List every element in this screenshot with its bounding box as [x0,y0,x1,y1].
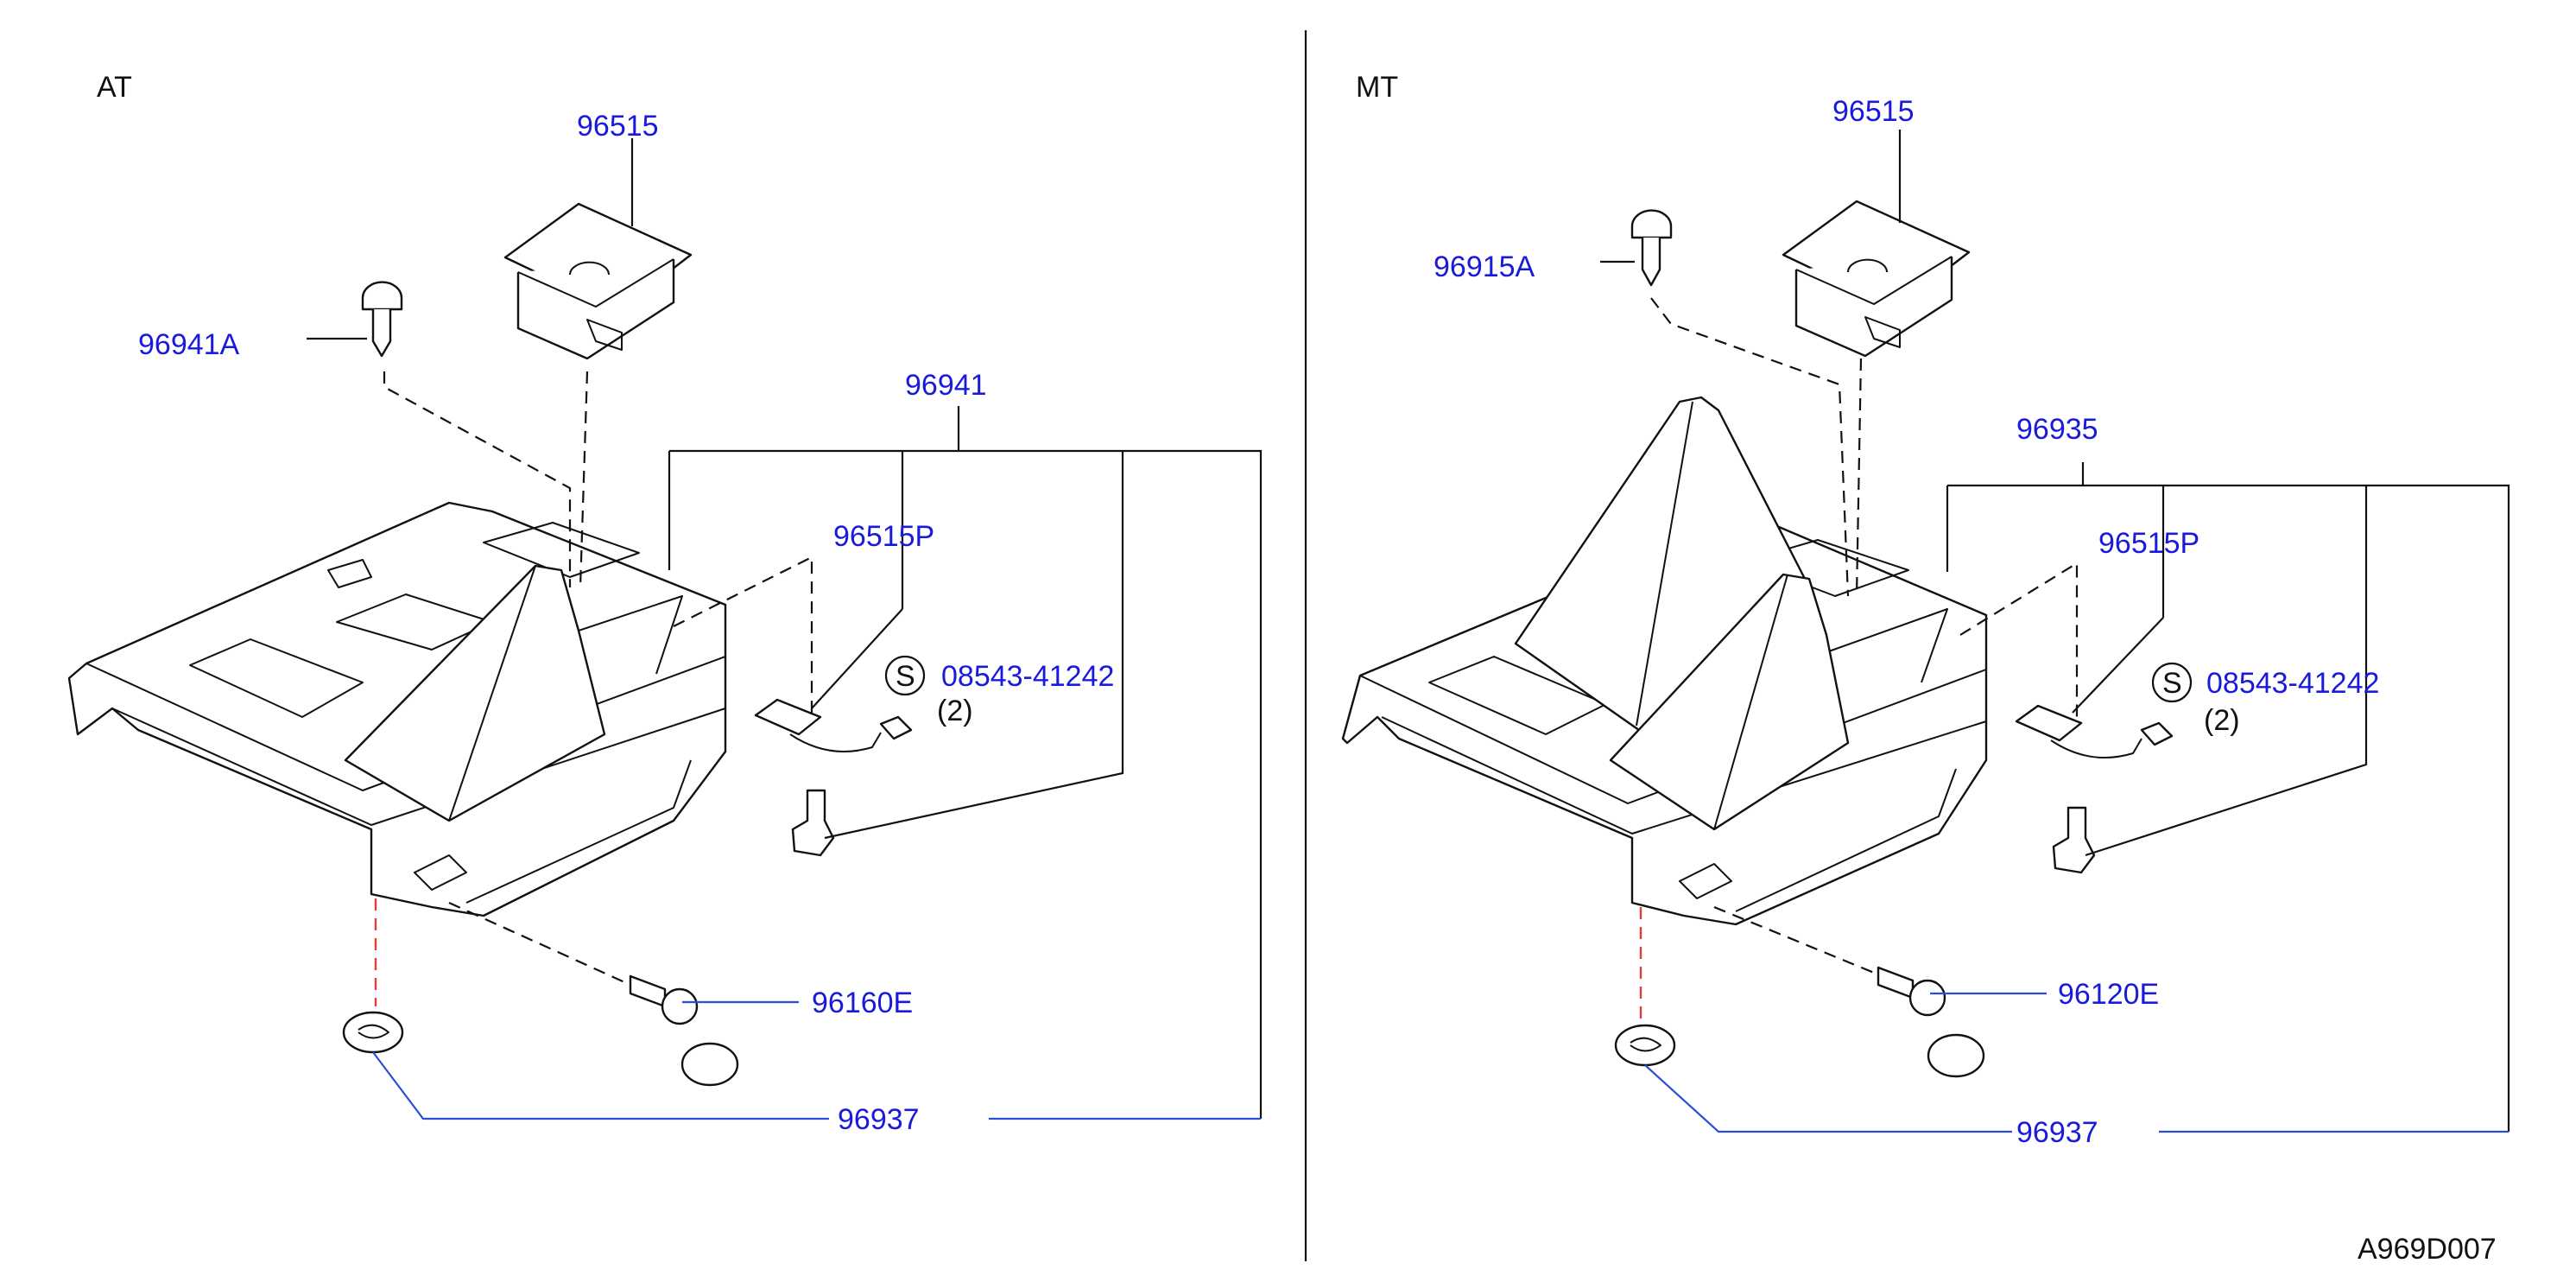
grommet-mt [1614,1024,1676,1067]
label-bolt-mt: 08543-41242 [2206,667,2379,700]
clip-96941a [361,281,403,358]
label-clip-at: 96941A [138,328,240,361]
label-bolt-qty-mt: (2) [2204,704,2240,737]
bolt-at [791,789,835,857]
label-grommet-at: 96937 [838,1103,920,1136]
lamp-harness-mt [2015,704,2174,758]
screw-96160e [629,974,739,1087]
label-screw-at: 96160E [812,987,913,1019]
panel-mt: MT [1341,71,2510,1149]
label-assembly-mt: 96935 [2016,413,2098,446]
clip-96915a [1630,209,1673,287]
label-lamp-at: 96515P [833,520,934,553]
label-cup-mt: 96515 [1832,95,1915,128]
lamp-harness-at [754,698,913,752]
label-bolt-qty-at: (2) [937,695,973,727]
bolt-mt [2052,806,2096,874]
label-grommet-mt: 96937 [2016,1116,2098,1149]
label-lamp-mt: 96515P [2098,527,2199,560]
diagram-code: A969D007 [2358,1233,2497,1266]
panel-title-at: AT [97,71,132,104]
label-bolt-at: 08543-41242 [941,660,1114,693]
s-symbol-circle-at [884,655,926,696]
grommet-at [342,1011,404,1054]
s-symbol-mt: S [2162,667,2182,700]
label-assembly-at: 96941 [905,369,987,402]
label-screw-mt: 96120E [2058,978,2159,1011]
panel-at: AT [67,71,1263,1136]
s-symbol-circle-mt [2151,662,2193,703]
label-cup-at: 96515 [577,110,659,143]
cup-holder-mt [1782,200,1971,358]
panel-title-mt: MT [1356,71,1398,104]
label-clip-mt: 96915A [1434,251,1535,283]
screw-96120e [1877,966,1985,1078]
s-symbol-at: S [896,660,915,693]
cup-holder-at [503,202,693,360]
